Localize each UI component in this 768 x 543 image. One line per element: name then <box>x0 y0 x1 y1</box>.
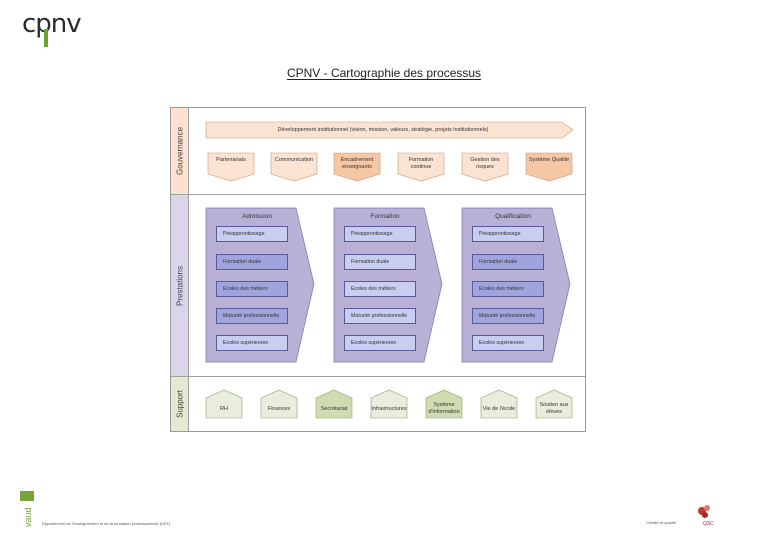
svg-text:vaud: vaud <box>23 507 33 527</box>
process-box: Ecoles des métiers <box>216 281 288 297</box>
process-box: Préapprentissage <box>344 226 416 242</box>
column-title-formation: Formation <box>370 213 400 220</box>
gov-box-gestion-risques: Gestion des risques <box>470 157 500 170</box>
process-box: Préapprentissage <box>216 226 288 242</box>
gov-box-formation-continue: Formation continue <box>408 157 434 170</box>
gov-box-partenariats: Partenariats <box>216 157 246 163</box>
sup-box-shape <box>205 389 243 419</box>
process-box: Maturité professionnelle <box>344 308 416 324</box>
support-box-vie-ecole: Vie de l'école <box>482 405 516 412</box>
gov-box-encadrement: Encadrement enseignants <box>340 157 374 170</box>
logo-text: cpnv <box>22 9 81 39</box>
footer-certif: Certifié et qualité <box>646 520 677 525</box>
process-box: Maturité professionnelle <box>216 308 288 324</box>
gov-box-systeme-qualite: Système Qualité <box>528 157 570 163</box>
sup-box-shape <box>260 389 298 419</box>
support-box-soutien-eleves: Soutien aux élèves <box>539 402 569 415</box>
process-box: Préapprentissage <box>472 226 544 242</box>
gov-box-shape <box>207 152 255 182</box>
sup-box-shape <box>480 389 518 419</box>
support-box-secretariat: Secrétariat <box>320 405 348 412</box>
gov-box-shape <box>525 152 573 182</box>
footer-department: Département de l'enseignement et de la f… <box>42 521 171 526</box>
page-title: CPNV - Cartographie des processus <box>286 66 482 80</box>
process-box: Ecoles supérieures <box>216 335 288 351</box>
gov-box-shape <box>461 152 509 182</box>
gov-box-communication: Communication <box>274 157 314 163</box>
sup-box-shape <box>425 389 463 419</box>
cpnv-logo: cpnv <box>22 9 82 47</box>
band-label-prestations: Prestations <box>171 195 189 376</box>
band-label-gouvernance: Gouvernance <box>171 108 189 194</box>
process-box: Ecoles des métiers <box>344 281 416 297</box>
logo-green-stem <box>44 29 48 47</box>
process-box: Formation duale <box>472 254 544 270</box>
gov-box-shape <box>333 152 381 182</box>
process-box: Maturité professionnelle <box>472 308 544 324</box>
process-box: Ecoles supérieures <box>472 335 544 351</box>
sup-box-shape <box>535 389 573 419</box>
sup-box-shape <box>370 389 408 419</box>
gouvernance-arrow <box>205 121 574 139</box>
process-box: Formation duale <box>344 254 416 270</box>
support-box-systeme-information: Système d'information <box>428 402 460 415</box>
process-box: Ecoles des métiers <box>472 281 544 297</box>
band-divider <box>171 376 585 377</box>
gov-box-shape <box>397 152 445 182</box>
band-label-support: Support <box>171 377 189 431</box>
support-box-finances: Finances <box>267 405 291 412</box>
column-title-admission: Admission <box>242 213 272 220</box>
gouvernance-arrow-label: Développement institutionnel (vision, mi… <box>277 127 489 133</box>
process-box: Formation duale <box>216 254 288 270</box>
gov-box-shape <box>270 152 318 182</box>
svg-text:QSC: QSC <box>703 521 714 527</box>
support-box-rh: RH <box>220 405 228 412</box>
support-box-infrastructures: Infrastructures <box>371 405 407 412</box>
sup-box-shape <box>315 389 353 419</box>
qsc-logo: QSC <box>698 505 714 527</box>
band-divider <box>171 194 585 195</box>
vaud-logo: vaud <box>20 491 34 527</box>
process-box: Ecoles supérieures <box>344 335 416 351</box>
column-title-qualification: Qualification <box>495 213 531 220</box>
